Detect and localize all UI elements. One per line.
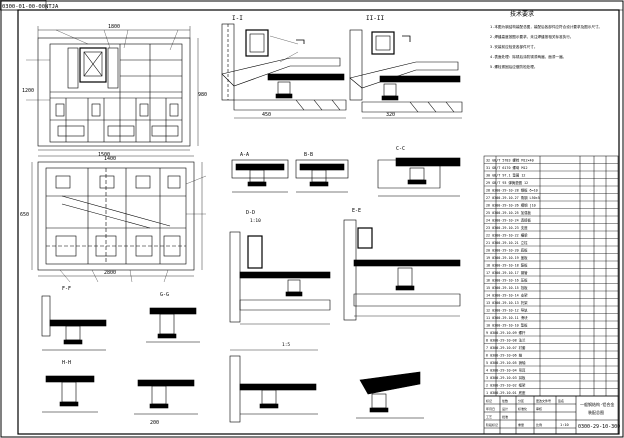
parts-row: 20 0300-29-10-20 底板 [486, 248, 528, 253]
title-block-label: 设计 [502, 406, 508, 411]
section-view-ii [349, 29, 463, 119]
dim-plan1-bottom: 1500 [98, 152, 110, 158]
title-block-label: 批准 [502, 414, 508, 419]
label-detail-f: F-F [62, 286, 71, 292]
parts-row: 4 0300-29-10-04 吊耳 [486, 369, 526, 373]
section-view-b [295, 159, 349, 193]
label-section-e: E-E [352, 208, 361, 214]
parts-row: 11 0300-29-10-11 滑块 [486, 315, 528, 320]
parts-row: 32 GB/T 5783 螺栓 M12×40 [486, 158, 534, 163]
detail-view-h [42, 375, 198, 415]
parts-list-rows: 32 GB/T 5783 螺栓 M12×40 31 GB/T 6170 螺母 M1… [484, 158, 618, 397]
label-section-a: A-A [240, 152, 249, 158]
parts-row: 21 0300-29-10-21 立柱 [486, 240, 528, 245]
stamp-box [0, 0, 47, 11]
drawing-number: 0300-29-10-300 [578, 424, 620, 430]
parts-row: 31 GB/T 6170 螺母 M12 [486, 165, 527, 170]
section-view-bottom-right [356, 371, 424, 419]
section-view-a [231, 159, 289, 193]
note-line-4: 4.表面处理：除锈后涂防锈漆两遍，面漆一遍。 [490, 54, 566, 59]
scale-section-d: 1:10 [250, 218, 261, 224]
dim-plan1-left: 1200 [22, 88, 34, 94]
title-block-label: 分区 [518, 398, 524, 403]
label-section-d: D-D [246, 210, 255, 216]
title-block-name: 一般钢结构·铝合金 [580, 401, 614, 407]
detail-view-g [146, 307, 200, 343]
title-block-label: 标准化 [518, 406, 527, 411]
parts-row: 17 0300-29-10-17 钢管 [486, 270, 528, 275]
dim-section-i: 450 [262, 112, 271, 118]
parts-row: 12 0300-29-10-12 导轨 [486, 308, 528, 313]
section-view-e [343, 219, 461, 321]
section-view-bottom [229, 349, 318, 423]
parts-row: 8 0300-29-10-08 法兰 [486, 338, 526, 343]
note-line-1: 1.本图为钢结构装配总图，装配后各部件应符合设计要求及图示尺寸。 [490, 24, 602, 29]
title-block-label: 比例 [536, 422, 542, 427]
parts-row: 3 0300-29-10-03 耳板 [486, 375, 526, 380]
parts-row: 9 0300-29-10-09 螺杆 [486, 330, 526, 335]
label-section-b: B-B [304, 152, 313, 158]
parts-row: 28 0300-29-10-28 钢板 δ=10 [486, 188, 538, 193]
parts-row: 15 0300-29-10-15 挡板 [486, 285, 528, 290]
dim-plan2-bottom: 2800 [104, 270, 116, 276]
title-block-label: 工艺 [486, 414, 492, 419]
parts-row: 24 0300-29-10-24 连接板 [486, 218, 531, 223]
label-detail-g: G-G [160, 292, 169, 298]
label-section-ii: II-II [366, 15, 384, 22]
plan-view-bottom [31, 155, 207, 283]
title-block-label: 重量 [518, 422, 524, 427]
plan-view-top [26, 26, 199, 151]
note-line-2: 2.焊缝高度按图示要求，未注焊缝按相关标准执行。 [490, 34, 573, 39]
parts-row: 29 GB/T 93 弹簧垫圈 12 [486, 180, 528, 185]
parts-row: 10 0300-29-10-10 垫板 [486, 323, 528, 328]
notes-heading: 技术要求 [510, 10, 534, 18]
dim-detail-bottom: 200 [150, 420, 159, 426]
section-view-d [229, 231, 331, 325]
title-block-sub: 装配总图 [588, 409, 604, 415]
title-block-label: 阶段标记 [486, 422, 498, 427]
label-detail-h: H-H [62, 360, 71, 366]
dim-plan2-top: 1400 [104, 156, 116, 162]
parts-row: 7 0300-29-10-07 衬套 [486, 345, 526, 350]
parts-row: 26 0300-29-10-26 槽钢 [10 [486, 203, 536, 208]
section-view-i [221, 23, 347, 119]
parts-row: 27 0300-29-10-27 角钢 L50×5 [486, 195, 540, 200]
parts-row: 19 0300-29-10-19 盖板 [486, 255, 528, 260]
label-section-c: C-C [396, 146, 405, 152]
title-block-label: 处数 [502, 398, 508, 403]
parts-row: 16 0300-29-10-16 压板 [486, 278, 528, 283]
scale-bottom-section: 1:5 [282, 342, 290, 348]
title-block-label: 签名 [558, 398, 564, 403]
title-block [483, 395, 619, 435]
detail-view-f [41, 295, 107, 351]
dim-plan2-left: 650 [20, 212, 29, 218]
parts-row: 5 0300-29-10-05 销轴 [486, 360, 526, 365]
parts-row: 14 0300-29-10-14 支架 [486, 293, 528, 298]
title-block-label: 年月日 [486, 406, 495, 411]
dim-plan1-width: 1800 [108, 24, 120, 30]
parts-row: 23 0300-29-10-23 支座 [486, 225, 528, 230]
dim-section-ii: 320 [386, 112, 395, 118]
parts-row: 22 0300-29-10-22 横梁 [486, 233, 528, 238]
title-block-label: 审核 [536, 406, 542, 411]
title-block-scale: 1:10 [560, 423, 569, 427]
parts-row: 25 0300-29-10-25 加强板 [486, 210, 531, 215]
stamp-code: 0300-01-00-00NTJA [2, 4, 59, 10]
parts-row: 1 0300-29-10-01 底座 [486, 390, 526, 395]
section-view-c [377, 157, 461, 197]
parts-row: 18 0300-29-10-18 筋板 [486, 263, 528, 268]
parts-row: 30 GB/T 97.1 垫圈 12 [486, 173, 525, 178]
title-block-label: 标记 [486, 398, 492, 403]
note-line-5: 5.螺栓紧固后应做防松处理。 [490, 64, 537, 69]
label-section-i: I-I [232, 15, 243, 22]
note-line-3: 3.安装前应检查各部件尺寸。 [490, 44, 537, 49]
parts-row: 2 0300-29-10-02 框架 [486, 383, 526, 388]
title-block-label: 更改文件号 [536, 398, 551, 403]
parts-row: 6 0300-29-10-06 轴 [486, 353, 523, 358]
parts-row: 13 0300-29-10-13 托架 [486, 300, 528, 305]
dim-plan1-right: 980 [198, 92, 207, 98]
